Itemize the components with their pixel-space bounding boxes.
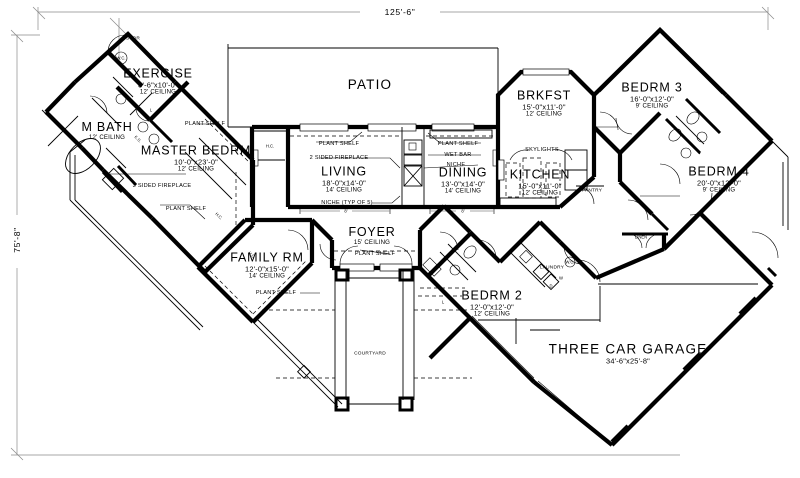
master-suite-walls (41, 31, 256, 331)
patio-living-dining-walls (227, 47, 501, 214)
garage-walls (468, 211, 779, 447)
exterior-detail-lines (227, 44, 789, 230)
dimension-lines (10, 6, 775, 461)
dimension-overall-depth: 75'-8" (12, 224, 22, 256)
dimension-overall-width: 125'-6" (381, 7, 419, 17)
bedroom-wing-walls (592, 27, 774, 251)
kitchen-breakfast-walls (429, 68, 604, 210)
foyer-family-walls (196, 204, 601, 412)
